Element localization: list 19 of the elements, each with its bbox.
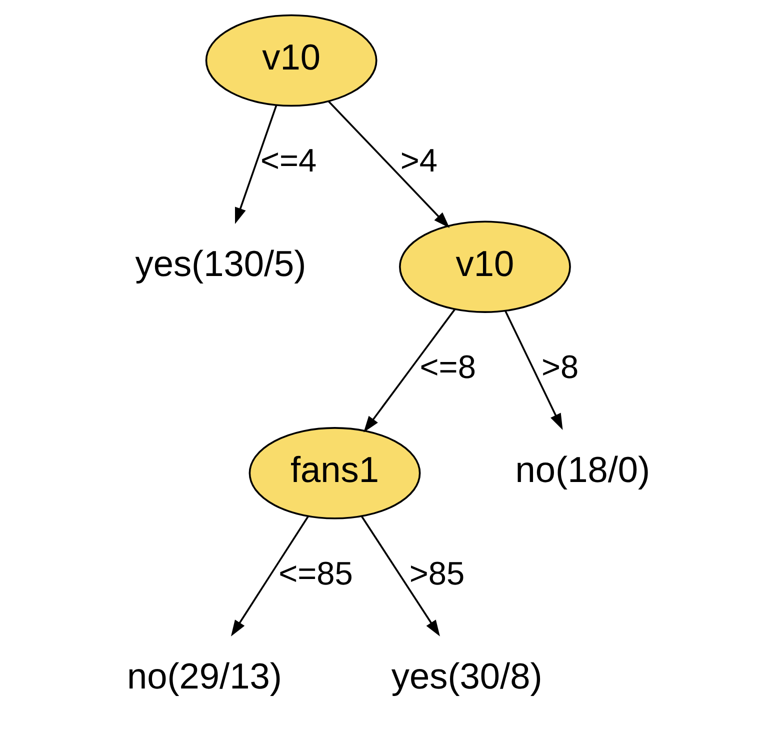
edge-label: >85 [408, 555, 464, 592]
arrow [328, 100, 450, 228]
node-ellipse: v10 [398, 220, 570, 313]
arrow [504, 310, 562, 430]
node-text: yes(30/8) [390, 656, 542, 697]
edge-label: <=85 [278, 555, 352, 592]
node-text: no(29/13) [126, 656, 282, 697]
node-ellipse: v10 [204, 14, 377, 107]
arrow [363, 308, 456, 432]
arrow [234, 105, 277, 224]
arrow [230, 516, 308, 636]
node-text: yes(130/5) [134, 242, 306, 284]
node-ellipse: fans1 [248, 427, 420, 520]
edge-label: <=8 [419, 348, 476, 385]
edge-label: >4 [400, 142, 437, 179]
edge-label: <=4 [260, 142, 316, 179]
edge-label: >8 [541, 348, 578, 385]
arrow [360, 516, 440, 636]
node-text: no(18/0) [514, 449, 650, 490]
